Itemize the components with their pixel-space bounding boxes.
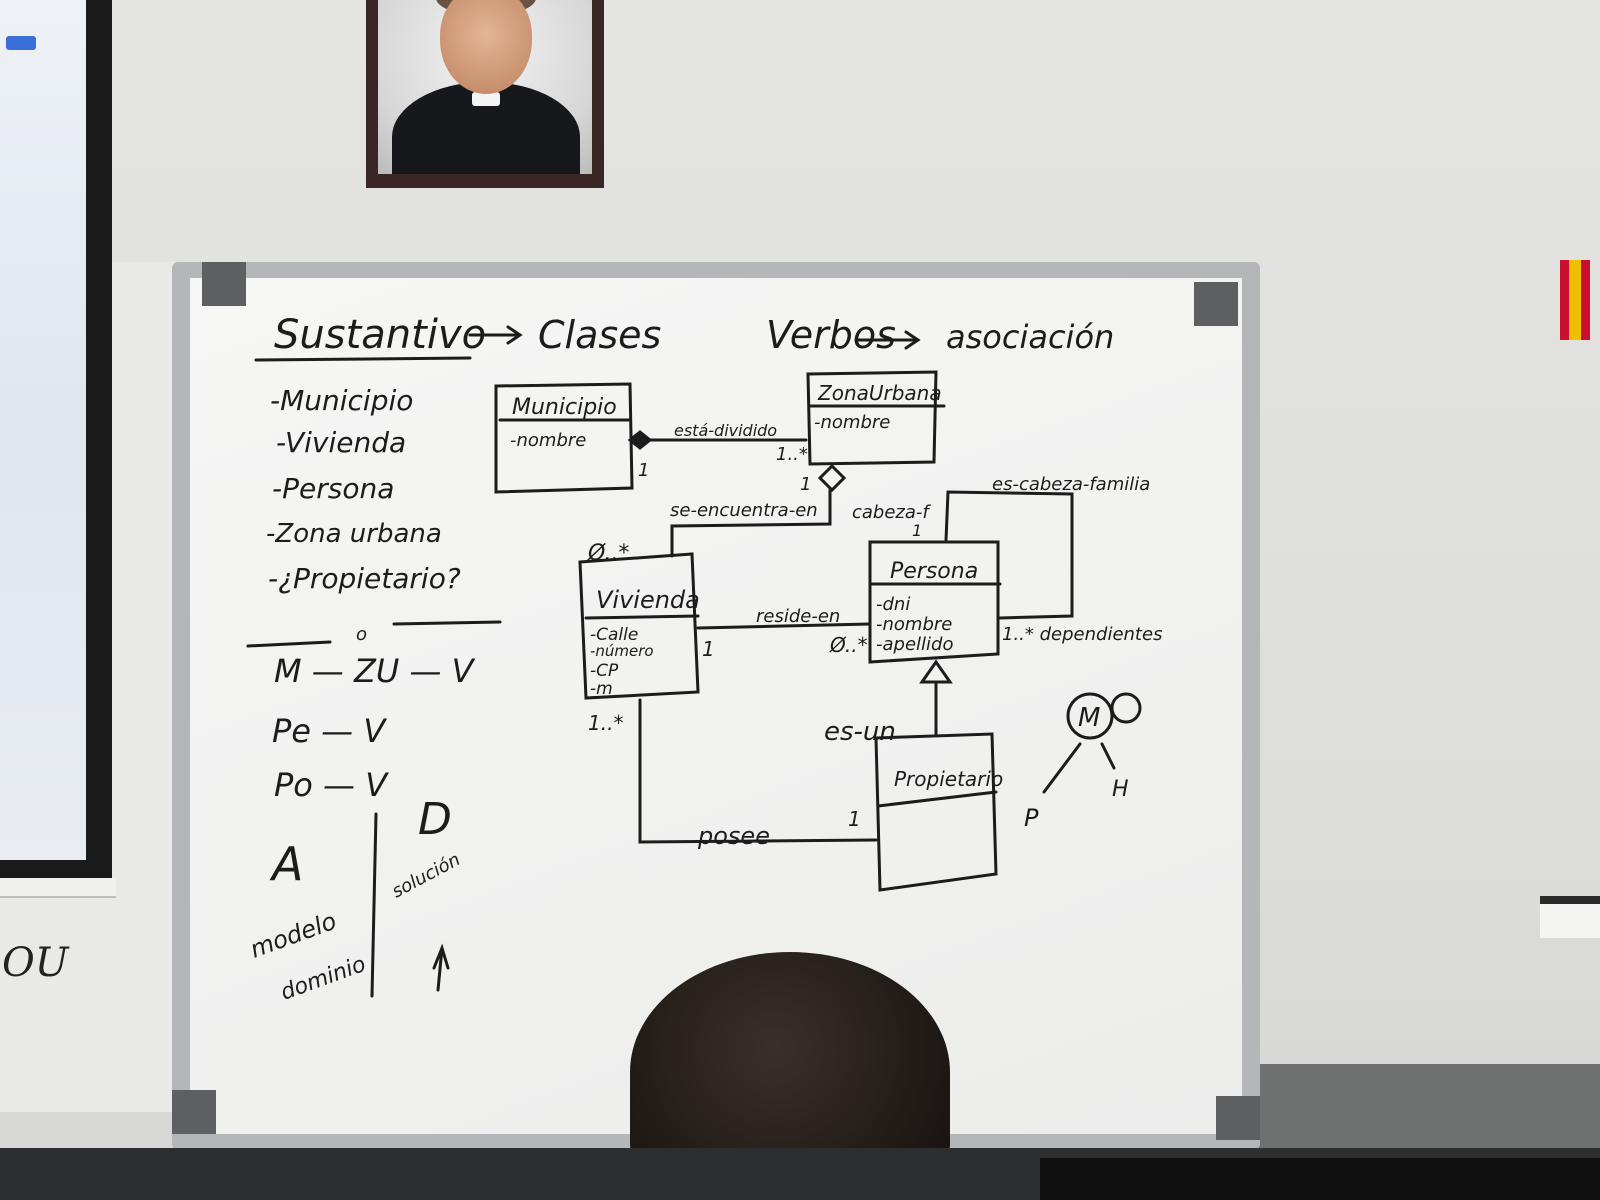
assoc-se-encuentra-en-label: se-encuentra-en: [670, 500, 818, 521]
board-corner-br: [1216, 1096, 1260, 1140]
class-vivienda-name: Vivienda: [596, 586, 700, 614]
noun-item-4: -Zona urbana: [266, 519, 442, 549]
separator-line: [246, 620, 502, 648]
analysis-letter-a: A: [269, 837, 303, 891]
vertical-divider: [370, 812, 378, 998]
relation-line-3: Po — V: [274, 766, 389, 804]
board-corner-bl: [172, 1090, 216, 1134]
class-propietario-name: Propietario: [894, 767, 1003, 791]
noun-item-3: -Persona: [272, 472, 394, 505]
class-vivienda-divider: [584, 614, 700, 620]
assoc-se-encuentra-en-m-top: 1: [800, 474, 811, 495]
portrait-photo: [378, 0, 592, 174]
mvc-line-p: [1042, 742, 1082, 794]
monitor-edge: [1040, 1158, 1600, 1200]
assoc-esta-dividido-m-left: 1: [638, 460, 649, 481]
assoc-esta-dividido-label: está-dividido: [674, 421, 777, 440]
projector-screen: [0, 0, 112, 880]
assoc-posee-m-right: 1: [848, 807, 861, 831]
header-right: Verbos: [766, 313, 896, 357]
noun-item-1: -Municipio: [270, 384, 413, 417]
analysis-letter-d: D: [418, 794, 452, 845]
assoc-posee-line: [638, 698, 878, 844]
composition-diamond: [627, 430, 653, 450]
header-underline: [254, 356, 472, 362]
class-persona-attr-2: -nombre: [876, 614, 952, 635]
class-vivienda-attr-2: -número: [590, 642, 654, 660]
relations-circle: o: [356, 624, 367, 645]
class-vivienda-attr-4: -m: [590, 679, 613, 699]
header-left: Sustantivo: [274, 312, 486, 358]
mvc-m-circle: [1066, 692, 1114, 740]
projector-ui-button: [6, 36, 36, 50]
mvc-p-label: P: [1024, 804, 1039, 832]
header-arrow-right: [854, 330, 921, 350]
mvc-line-h: [1100, 742, 1116, 770]
class-zonaurbana-box: [806, 370, 938, 466]
assoc-posee-label: posee: [697, 822, 770, 850]
assoc-es-cabeza-familia-label: es-cabeza-familia: [992, 474, 1150, 495]
class-vivienda-box: [578, 552, 700, 700]
wall-shelf: [1540, 896, 1600, 938]
assoc-reside-en-label: reside-en: [756, 606, 840, 627]
portrait-face: [440, 0, 532, 94]
assoc-posee-m-left: 1..*: [588, 711, 623, 735]
header-right-target: asociación: [946, 318, 1114, 356]
board-corner-tr: [1194, 282, 1238, 326]
class-municipio-name: Municipio: [512, 395, 617, 420]
projector-screen-surface: [0, 0, 86, 860]
class-persona-attr-1: -dni: [876, 594, 910, 615]
analysis-dominio: dominio: [278, 952, 370, 1006]
projector-tail-text: OU: [2, 940, 69, 986]
class-zonaurbana-attr: -nombre: [814, 412, 890, 433]
portrait-frame: [366, 0, 604, 188]
analysis-modelo: modelo: [246, 907, 340, 964]
assoc-esta-dividido-m-right: 1..*: [776, 444, 808, 465]
flag-banner: [1560, 260, 1590, 340]
noun-item-5: -¿Propietario?: [268, 562, 461, 595]
class-persona-box: [868, 540, 1000, 664]
class-zonaurbana-name: ZonaUrbana: [817, 381, 942, 405]
noun-item-2: -Vivienda: [276, 426, 406, 459]
relation-line-2: Pe — V: [272, 712, 387, 750]
mvc-m-label: M: [1078, 703, 1100, 733]
projector-bottom-bar: [0, 878, 116, 898]
class-vivienda-attr-1: -Calle: [590, 625, 638, 645]
class-municipio-attr: -nombre: [510, 430, 586, 451]
relation-line-1: M — ZU — V: [274, 652, 476, 690]
class-propietario-divider: [876, 790, 998, 808]
generalization-triangle: [919, 659, 953, 684]
assoc-se-encuentra-en-line: [670, 488, 832, 558]
assoc-reside-en-line: [696, 622, 872, 630]
class-vivienda-attr-3: -CP: [590, 661, 619, 681]
assoc-se-encuentra-en-m-bottom: Ø..*: [587, 541, 629, 566]
class-propietario-box: [874, 732, 998, 892]
class-persona-name: Persona: [890, 559, 978, 584]
assoc-cabeza-f-m: 1: [912, 521, 922, 540]
up-arrow: [432, 943, 450, 992]
analysis-solucion: solución: [388, 849, 463, 902]
mvc-h-label: H: [1112, 777, 1129, 802]
assoc-es-cabeza-familia-line: [944, 490, 1074, 620]
mvc-m-side-circle: [1110, 692, 1142, 724]
assoc-reside-en-m-right: Ø..*: [829, 633, 868, 657]
aggregation-diamond: [817, 463, 847, 493]
assoc-reside-en-m-left: 1: [702, 637, 715, 661]
header-left-target: Clases: [538, 313, 661, 357]
portrait-collar: [472, 92, 500, 106]
wall-baseboard: [1230, 1064, 1600, 1164]
class-municipio-box: [494, 382, 634, 494]
class-persona-attr-3: -apellido: [876, 634, 953, 655]
header-arrow-left: [468, 325, 523, 345]
assoc-es-un-label: es-un: [824, 717, 896, 747]
board-corner-tl: [202, 262, 246, 306]
assoc-es-cabeza-familia-m: 1..* dependientes: [1002, 624, 1162, 645]
assoc-cabeza-f-label: cabeza-f: [852, 502, 931, 523]
